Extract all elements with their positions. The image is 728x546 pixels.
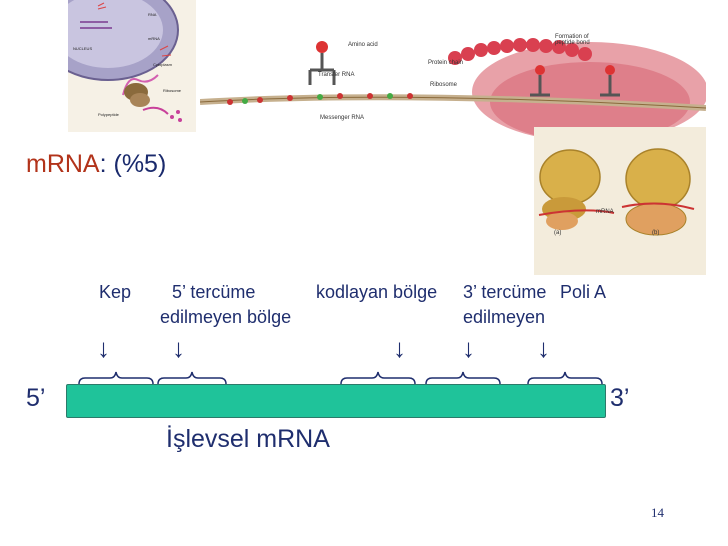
label-ribosome: Ribosome [430,82,458,88]
label-amino-acid: Amino acid [348,42,378,48]
translation-diagram-image: Amino acid Transfer RNA Protein chain Ri… [200,30,706,140]
title-percent: : (%5) [99,150,167,178]
end-3-prime: 3’ [610,384,630,412]
label-kep: Kep [99,282,132,302]
brace-polya [527,371,603,385]
cell-label-rna: RNA [148,12,157,17]
title-mrna: mRNA [26,150,100,178]
label-utr3-line1: 3’ tercüme [463,282,547,302]
label-peptide-bond: Formation of peptide bond [555,34,590,46]
arrow-down-icon: ↓ [462,333,475,363]
label-utr5-line1: 5’ tercüme [172,282,256,302]
label-b: (b) [652,230,660,236]
arrow-down-icon: ↓ [97,333,110,363]
cell-label-mrna: mRNA [148,36,160,41]
cell-label-ribosome: Ribosome [163,88,182,93]
brace-utr5 [157,371,227,385]
label-coding-region: kodlayan bölge [316,282,438,302]
end-5-prime: 5’ [26,384,46,412]
cell-diagram-image: NUCLEUS Cytoplasm Ribosome Polypeptide R… [68,0,196,132]
brace-utr3 [425,371,501,385]
arrow-down-icon: ↓ [537,333,550,363]
cell-label-polypeptide: Polypeptide [98,112,119,117]
page-number: 14 [651,505,664,520]
arrow-down-icon: ↓ [172,333,185,363]
label-utr5-line2: edilmeyen bölge [160,307,292,327]
cell-label-nucleus: NUCLEUS [73,46,93,51]
arrow-down-icon: ↓ [393,333,406,363]
brace-coding [340,371,416,385]
caption-functional-mrna: İşlevsel mRNA [166,425,330,453]
label-mrna-small: mRNA [596,209,614,215]
slide-title: mRNA: (%5) [26,150,166,179]
cell-label-cytoplasm: Cytoplasm [153,62,172,67]
label-utr3-line2: edilmeyen [463,307,546,327]
label-protein-chain: Protein chain [428,60,464,66]
brace-kep [78,371,154,385]
label-messenger-rna: Messenger RNA [320,115,365,121]
label-polya: Poli A [560,282,607,302]
label-a: (a) [554,230,562,236]
ribosome-subunits-image: mRNA (a) (b) [534,127,706,275]
label-transfer-rna: Transfer RNA [318,72,355,78]
mrna-strand [66,384,606,418]
region-braces [78,371,603,385]
